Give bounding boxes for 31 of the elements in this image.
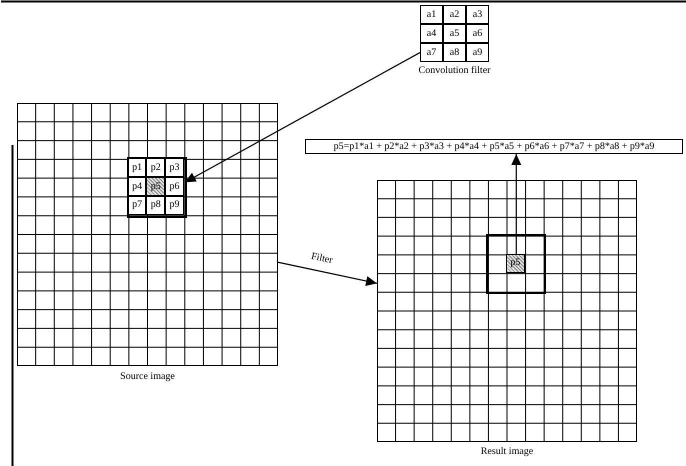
arrow bbox=[511, 154, 522, 255]
pixel-cell: p6 bbox=[165, 177, 184, 196]
kernel-cell: a4 bbox=[420, 24, 443, 43]
image-caption: Convolution filter bbox=[418, 65, 490, 76]
kernel-cell: a1 bbox=[420, 5, 443, 24]
pixel-cell: p9 bbox=[165, 196, 184, 215]
formula-box: p5=p1*a1 + p2*a2 + p3*a3 + p4*a4 + p5*a5 + p6*a6 + p7*a7 + p8*a8 + p9*a9 bbox=[305, 139, 683, 154]
pixel-cell: p4 bbox=[128, 177, 146, 196]
pixel-cell: p2 bbox=[146, 158, 166, 178]
kernel-cell: a8 bbox=[443, 43, 466, 62]
arrow bbox=[278, 262, 378, 286]
image-caption: Result image bbox=[480, 446, 534, 457]
pixel-grid bbox=[420, 5, 489, 62]
kernel-cell: a6 bbox=[466, 24, 489, 43]
window-frame bbox=[128, 159, 185, 216]
pixel-grid bbox=[377, 180, 637, 442]
kernel-cell: a5 bbox=[443, 24, 466, 43]
pixel-cell: p5 bbox=[506, 254, 525, 273]
pixel-cell: p8 bbox=[146, 196, 166, 215]
kernel-cell: a7 bbox=[420, 43, 443, 62]
kernel-cell: a2 bbox=[443, 5, 466, 24]
kernel-cell: a9 bbox=[466, 43, 489, 62]
image-caption: Source image bbox=[120, 371, 175, 382]
pixel-cell: p1 bbox=[128, 158, 146, 178]
kernel-cell: a3 bbox=[466, 5, 489, 24]
arrow bbox=[184, 52, 420, 183]
window-frame bbox=[488, 236, 544, 292]
pixel-grid bbox=[17, 103, 278, 366]
pixel-cell: p3 bbox=[165, 158, 184, 178]
pixel-cell: p7 bbox=[128, 196, 146, 215]
pixel-cell: p5 bbox=[146, 177, 166, 196]
